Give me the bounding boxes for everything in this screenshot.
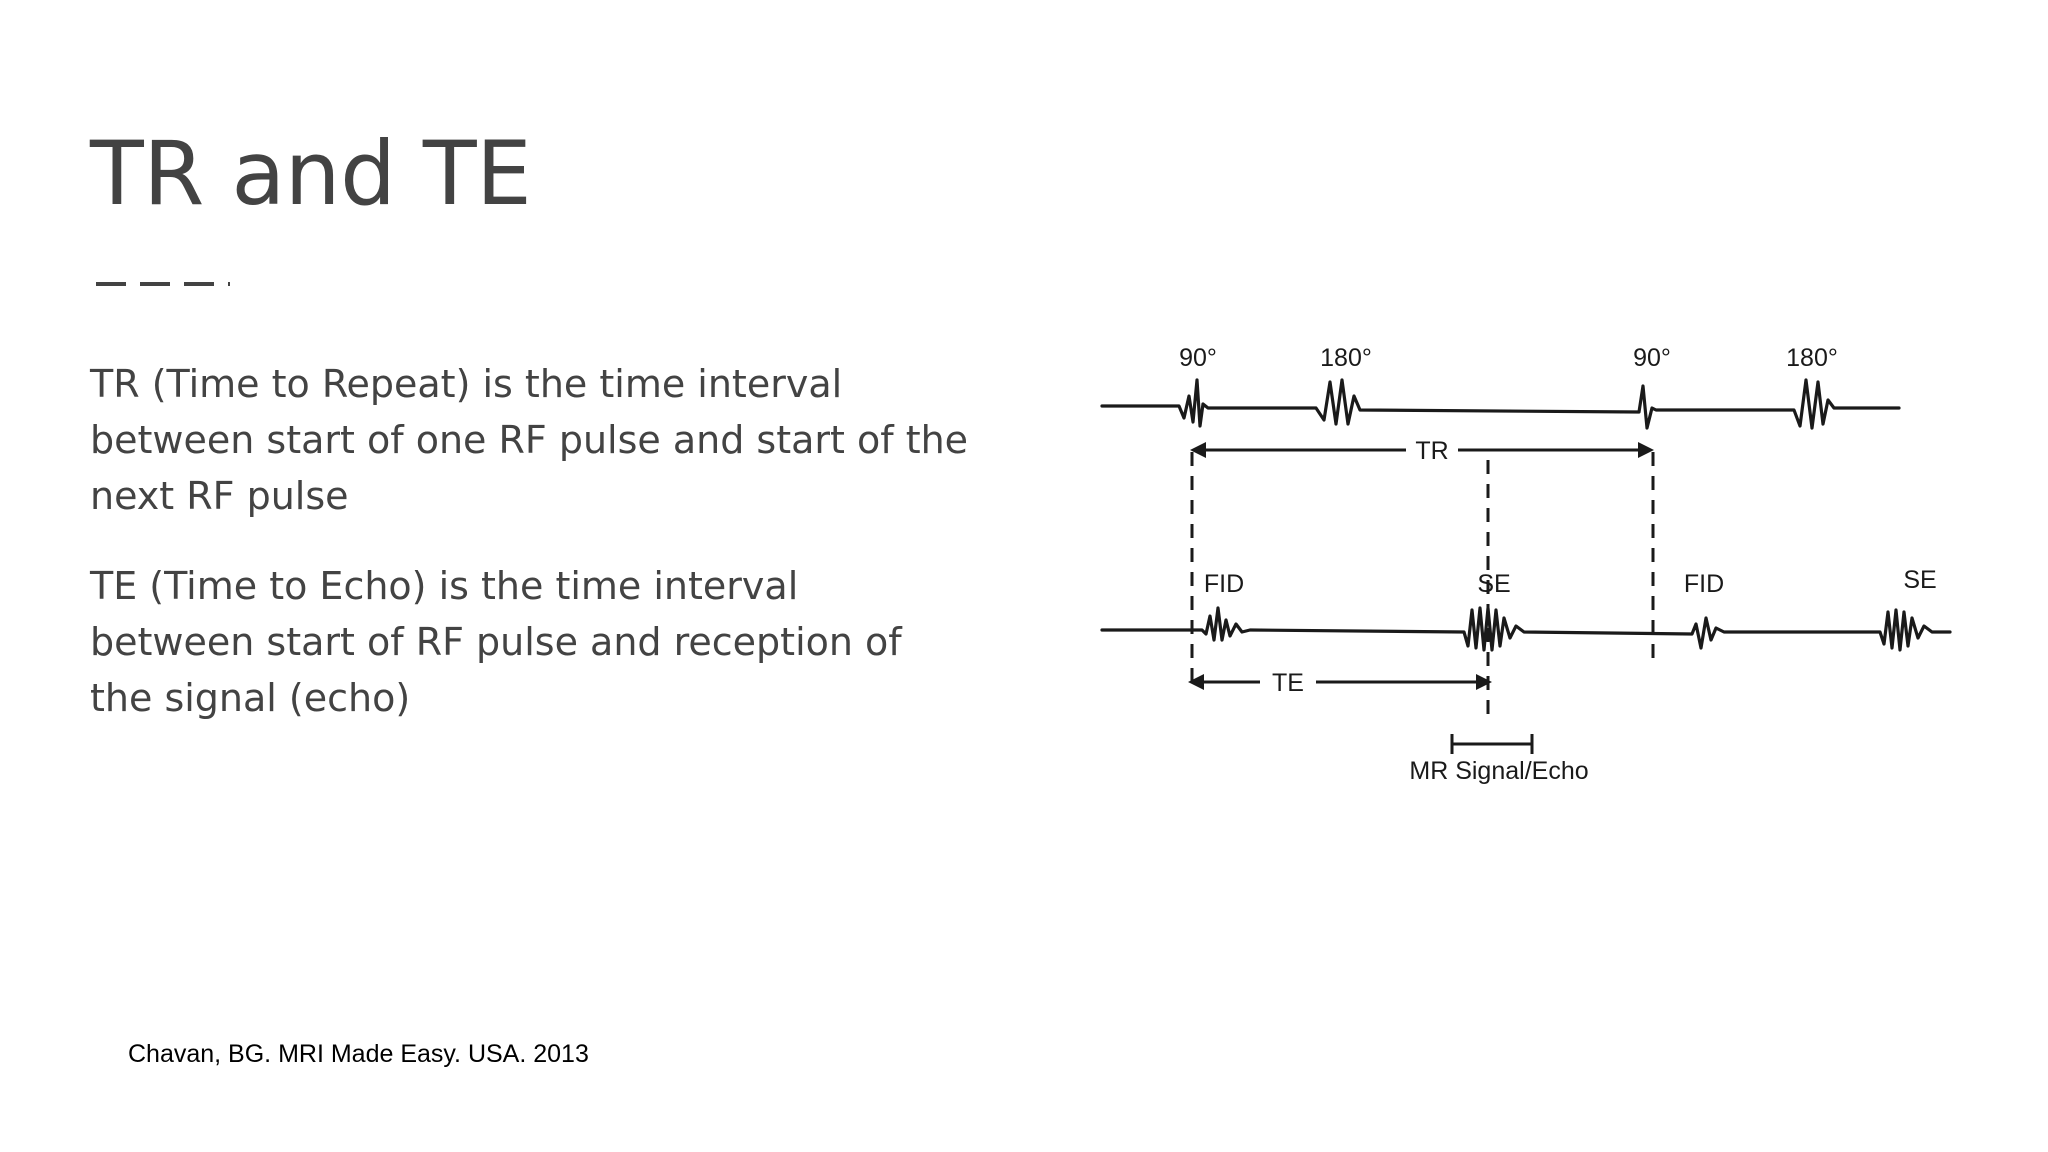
tr-arrow-left-head	[1190, 442, 1206, 458]
te-label: TE	[1272, 669, 1304, 697]
signal-label-fid-second: FID	[1684, 570, 1724, 598]
tr-label: TR	[1415, 437, 1448, 465]
pulse-label-180-first: 180°	[1320, 344, 1372, 372]
pulse-label-90-first: 90°	[1179, 344, 1217, 372]
tr-arrow-right-head	[1638, 442, 1654, 458]
pulse-label-180-second: 180°	[1786, 344, 1838, 372]
slide-title: TR and TE	[90, 122, 532, 225]
title-divider	[96, 282, 230, 286]
signal-line	[1100, 606, 1952, 652]
signal-label-se-second: SE	[1903, 566, 1936, 594]
pulse-label-90-second: 90°	[1633, 344, 1671, 372]
signal-label-fid-first: FID	[1204, 570, 1244, 598]
tr-te-diagram: 90° 180° 90° 180° TR FID SE FID SE TE	[1100, 344, 1952, 785]
body-text: TR (Time to Repeat) is the time interval…	[90, 356, 970, 760]
citation: Chavan, BG. MRI Made Easy. USA. 2013	[128, 1040, 589, 1068]
signal-label-se-first: SE	[1477, 570, 1510, 598]
te-arrow-right-head	[1476, 674, 1492, 690]
te-definition: TE (Time to Echo) is the time interval b…	[90, 564, 902, 720]
tr-definition: TR (Time to Repeat) is the time interval…	[90, 362, 969, 518]
echo-label: MR Signal/Echo	[1409, 757, 1588, 785]
rf-pulse-line	[1100, 378, 1901, 430]
te-arrow-left-head	[1188, 674, 1204, 690]
